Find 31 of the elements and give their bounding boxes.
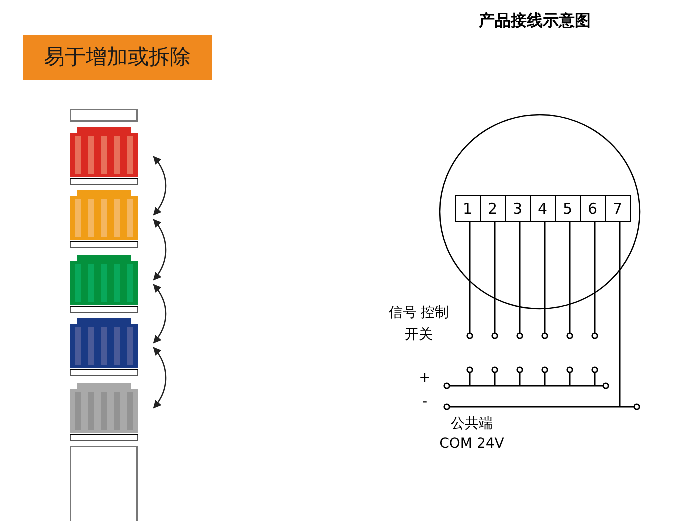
plus-sign: + [418, 370, 432, 386]
double-arrow [153, 347, 167, 409]
light-module [70, 127, 138, 185]
minus-sign: - [421, 394, 429, 410]
base-column [70, 446, 138, 521]
wire [466, 221, 474, 340]
common-terminal-label: 公共端 COM 24V [438, 415, 506, 454]
wire [592, 221, 598, 340]
wire [542, 221, 548, 340]
light-module [70, 190, 138, 248]
light-module [70, 255, 138, 313]
terminal-number: 2 [480, 195, 506, 222]
wire [516, 221, 524, 340]
double-arrow [153, 156, 167, 216]
double-arrow [153, 284, 167, 344]
signal-switch-label: 信号 控制开关 [388, 304, 450, 345]
light-module [70, 318, 138, 376]
banner-heading: 易于增加或拆除 [23, 35, 212, 80]
light-module [70, 383, 138, 441]
terminal-number: 6 [580, 195, 606, 222]
wire [619, 221, 621, 407]
double-arrow [153, 219, 167, 281]
wire [492, 221, 498, 340]
terminal-number: 5 [555, 195, 581, 222]
terminal-number: 7 [605, 195, 631, 222]
top-cap [70, 109, 138, 122]
wire [566, 221, 574, 340]
terminal-number: 4 [530, 195, 556, 222]
terminal-number: 1 [455, 195, 481, 222]
diagram-heading: 产品接线示意图 [478, 11, 592, 32]
terminal-number: 3 [505, 195, 531, 222]
